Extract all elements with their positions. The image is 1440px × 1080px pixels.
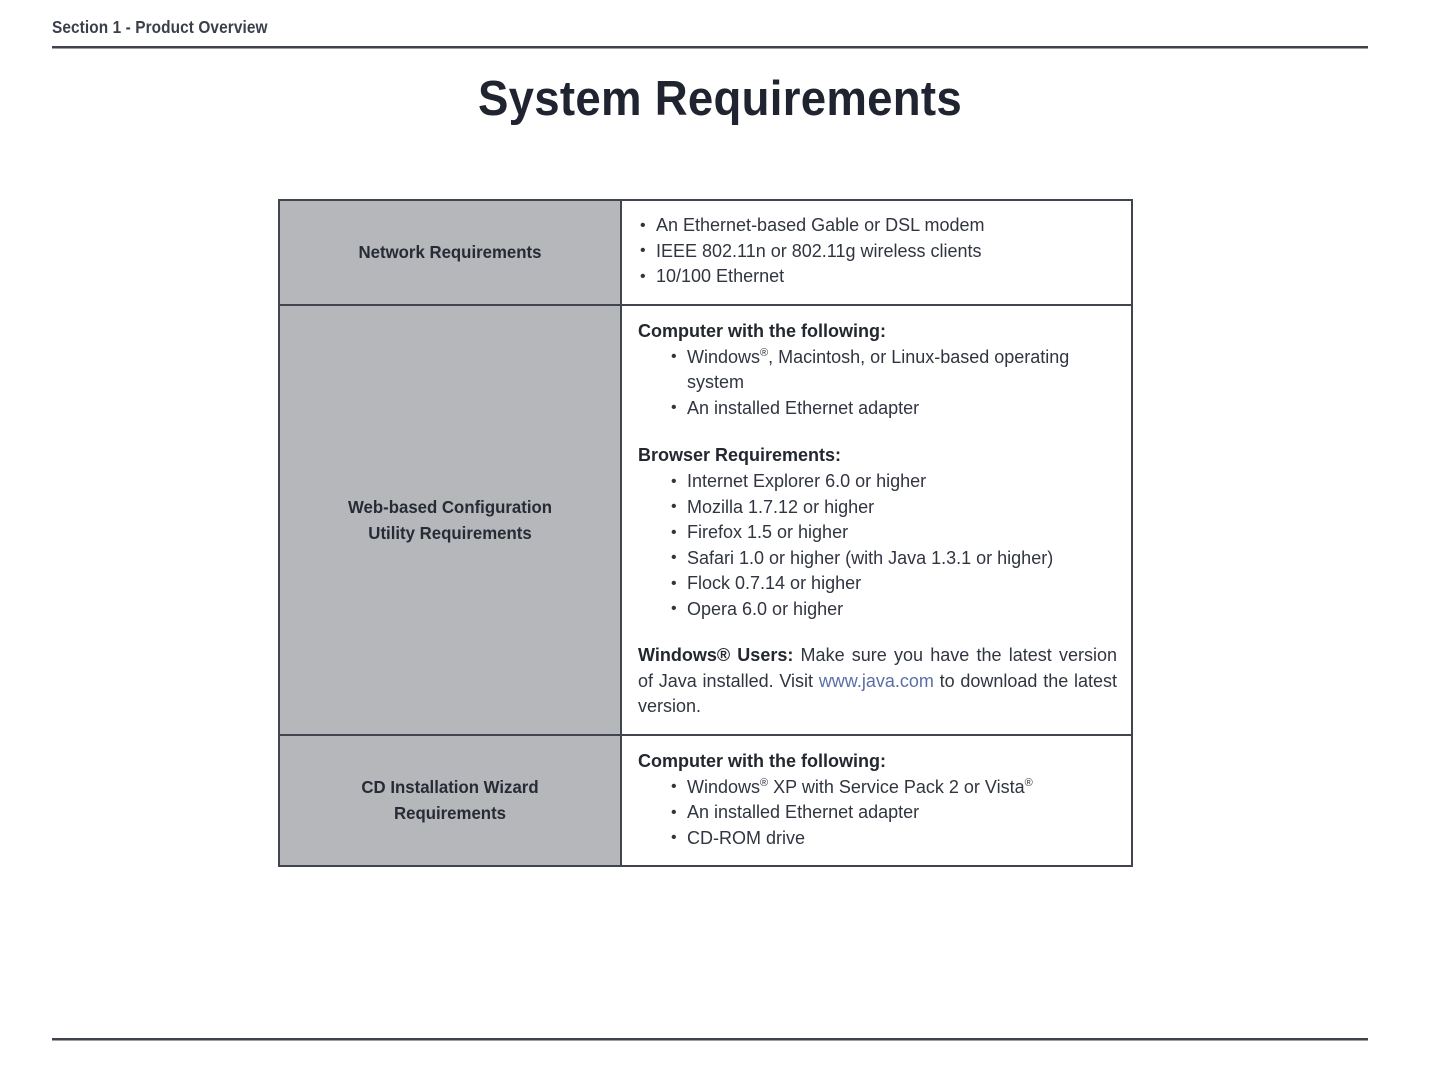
bullet-list: Windows® XP with Service Pack 2 or Vista…	[638, 774, 1117, 852]
row-label-network-requirements: Network Requirements	[278, 199, 622, 306]
list-item: Windows®, Macintosh, or Linux-based oper…	[669, 344, 1117, 396]
table-row: CD Installation Wizard Requirements Comp…	[278, 733, 1133, 867]
bullet-list: Internet Explorer 6.0 or higher Mozilla …	[638, 469, 1117, 622]
note-text-after: to download the latest version.	[638, 670, 1118, 717]
bullet-list: Windows®, Macintosh, or Linux-based oper…	[638, 344, 1117, 422]
list-item: Firefox 1.5 or higher	[669, 520, 1117, 546]
list-item: An installed Ethernet adapter	[669, 395, 1117, 422]
row-label-cd-installation-wizard: CD Installation Wizard Requirements	[278, 733, 622, 867]
note-lead-label: Windows® Users:	[638, 645, 794, 665]
row-label-text-line2: Utility Requirements	[368, 522, 532, 543]
list-item: Flock 0.7.14 or higher	[669, 571, 1117, 597]
list-item: Internet Explorer 6.0 or higher	[669, 469, 1117, 495]
row-content-cd-installation-wizard: Computer with the following: Windows® XP…	[620, 733, 1133, 867]
list-item: CD-ROM drive	[669, 825, 1117, 852]
list-item: An installed Ethernet adapter	[669, 800, 1117, 826]
list-item: Windows® XP with Service Pack 2 or Vista…	[669, 774, 1117, 801]
list-item: An Ethernet-based Gable or DSL modem	[638, 213, 1117, 239]
table-row: Network Requirements An Ethernet-based G…	[278, 199, 1133, 306]
list-item: Safari 1.0 or higher (with Java 1.3.1 or…	[669, 545, 1117, 572]
section-breadcrumb: Section 1 - Product Overview	[52, 17, 268, 37]
requirement-block-computer: Computer with the following: Windows® XP…	[638, 748, 1117, 852]
list-item: IEEE 802.11n or 802.11g wireless clients	[638, 238, 1117, 265]
page-title: System Requirements	[478, 72, 962, 126]
bullet-list: An Ethernet-based Gable or DSL modem IEE…	[638, 213, 1117, 290]
requirement-block-browser: Browser Requirements: Internet Explorer …	[638, 442, 1117, 622]
block-heading: Computer with the following:	[638, 320, 886, 341]
system-requirements-table: Network Requirements An Ethernet-based G…	[278, 199, 1133, 867]
row-label-web-config-utility: Web-based Configuration Utility Requirem…	[278, 303, 622, 736]
list-item: Opera 6.0 or higher	[669, 596, 1117, 623]
row-label-text-line1: CD Installation Wizard	[361, 777, 539, 798]
windows-users-note: Windows® Users: Make sure you have the l…	[638, 643, 1117, 720]
block-heading: Browser Requirements:	[638, 445, 842, 465]
row-content-web-config-utility: Computer with the following: Windows®, M…	[620, 303, 1133, 736]
row-content-network-requirements: An Ethernet-based Gable or DSL modem IEE…	[620, 199, 1133, 306]
row-label-text-line1: Web-based Configuration	[347, 496, 553, 517]
requirement-block: An Ethernet-based Gable or DSL modem IEE…	[638, 213, 1117, 290]
requirement-block-computer: Computer with the following: Windows®, M…	[638, 318, 1117, 422]
row-label-text-line2: Requirements	[393, 803, 507, 824]
footer-rule	[52, 1038, 1368, 1041]
page-footer	[52, 1030, 1368, 1041]
list-item: Mozilla 1.7.12 or higher	[669, 494, 1117, 521]
list-item: 10/100 Ethernet	[638, 264, 1117, 290]
java-download-link[interactable]: www.java.com	[818, 670, 934, 691]
page-header: Section 1 - Product Overview	[52, 16, 1368, 49]
header-rule	[52, 46, 1368, 49]
block-heading: Computer with the following:	[638, 750, 886, 771]
row-label-text: Network Requirements	[358, 242, 542, 263]
note-text-before: Make sure you have the latest version of…	[638, 645, 1117, 691]
table-row: Web-based Configuration Utility Requirem…	[278, 303, 1133, 736]
